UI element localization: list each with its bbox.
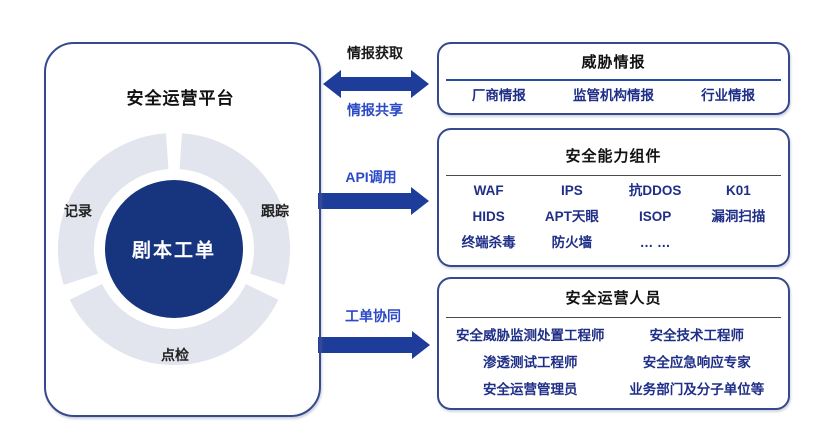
- list-item: 安全技术工程师: [649, 328, 745, 343]
- double-arrow-intel: [323, 70, 429, 98]
- core-circle-label: 剧本工单: [131, 240, 217, 262]
- label-ticket-collab: 工单协同: [345, 308, 401, 324]
- ring-segment-right: [178, 133, 290, 285]
- list-item: ISOP: [638, 209, 672, 224]
- personnel-divider: [446, 317, 781, 318]
- list-item: 渗透测试工程师: [483, 355, 578, 370]
- list-item: 安全运营管理员: [483, 382, 578, 397]
- arrow-api: [318, 187, 429, 215]
- ring-label-record: 记录: [64, 203, 92, 219]
- list-item: 厂商情报: [471, 88, 526, 103]
- capabilities-box: 安全能力组件 WAF IPS 抗DDOS K01 HIDS APT天眼 ISOP…: [437, 128, 790, 267]
- list-item: 终端杀毒: [461, 235, 516, 250]
- personnel-title: 安全运营人员: [565, 290, 662, 307]
- list-item: 防火墙: [551, 235, 593, 250]
- platform-title: 安全运营平台: [126, 89, 235, 108]
- list-item: … …: [639, 235, 671, 250]
- threat-intel-box: 威胁情报 厂商情报 监管机构情报 行业情报: [437, 42, 790, 115]
- list-item: 安全威胁监测处置工程师: [456, 328, 605, 343]
- list-item: 抗DDOS: [628, 183, 682, 198]
- list-item: K01: [725, 183, 751, 198]
- list-item: 行业情报: [701, 88, 756, 103]
- list-item: APT天眼: [544, 209, 599, 224]
- list-item: IPS: [560, 183, 583, 198]
- personnel-items: 安全威胁监测处置工程师 安全技术工程师 渗透测试工程师 安全应急响应专家 安全运…: [439, 318, 788, 403]
- list-item: 业务部门及分子单位等: [629, 382, 765, 397]
- list-item: 漏洞扫描: [711, 209, 766, 224]
- personnel-box: 安全运营人员 安全威胁监测处置工程师 安全技术工程师 渗透测试工程师 安全应急响…: [437, 277, 790, 410]
- capabilities-items: WAF IPS 抗DDOS K01 HIDS APT天眼 ISOP 漏洞扫描 终…: [439, 176, 788, 256]
- capabilities-title: 安全能力组件: [565, 148, 662, 165]
- ring-segment-bottom: [69, 283, 279, 365]
- arrow-ticket: [318, 331, 430, 359]
- ring-segment-left: [58, 133, 170, 285]
- label-intel-fetch: 情报获取: [347, 45, 403, 61]
- list-item: 安全应急响应专家: [642, 355, 751, 370]
- label-api-call: API调用: [345, 169, 397, 185]
- label-intel-share: 情报共享: [347, 102, 403, 118]
- list-item: 监管机构情报: [572, 88, 654, 103]
- threat-intel-title: 威胁情报: [581, 54, 646, 71]
- list-item-empty: [697, 230, 780, 256]
- ring-label-track: 跟踪: [261, 203, 289, 219]
- ring-label-check: 点检: [161, 347, 189, 363]
- threat-intel-divider: [446, 79, 781, 81]
- list-item: HIDS: [472, 209, 505, 224]
- security-operations-platform-panel: [44, 42, 321, 417]
- core-circle: [105, 180, 243, 318]
- capabilities-divider: [446, 175, 781, 176]
- list-item: WAF: [473, 183, 504, 198]
- threat-intel-items: 厂商情报 监管机构情报 行业情报: [439, 81, 788, 111]
- donut-ring: [58, 133, 290, 365]
